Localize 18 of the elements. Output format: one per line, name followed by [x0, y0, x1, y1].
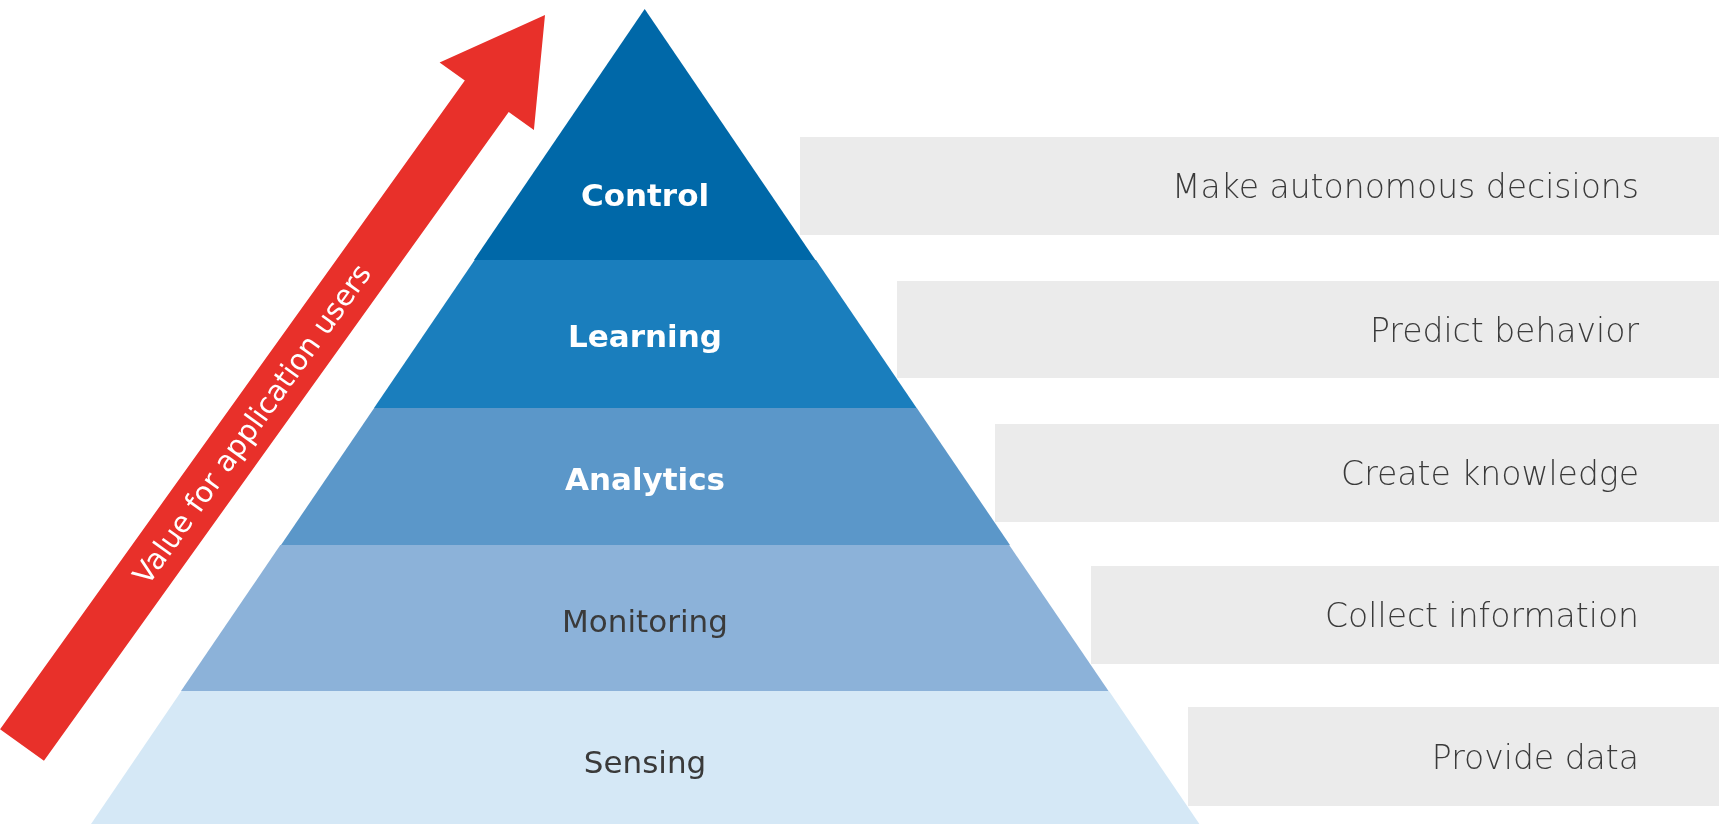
description-bar	[896, 281, 1719, 378]
description-bar	[799, 137, 1719, 235]
layer-label: Learning	[568, 318, 722, 354]
layer-label: Monitoring	[562, 603, 728, 639]
layer-label: Analytics	[564, 461, 726, 497]
pyramid-layer	[373, 260, 917, 408]
description-bar	[1187, 707, 1719, 806]
description-text: Collect information	[1325, 595, 1639, 635]
description-text: Provide data	[1431, 737, 1639, 776]
description-bar	[1091, 566, 1719, 664]
layer-label: Sensing	[583, 744, 707, 780]
description-bar	[994, 424, 1719, 522]
description-text: Create knowledge	[1341, 453, 1639, 493]
pyramid-layer	[90, 691, 1200, 824]
pyramid-layer	[474, 9, 816, 260]
description-text: Make autonomous decisions	[1172, 166, 1639, 206]
description-text: Predict behavior	[1370, 310, 1639, 349]
layer-label: Control	[580, 177, 710, 213]
